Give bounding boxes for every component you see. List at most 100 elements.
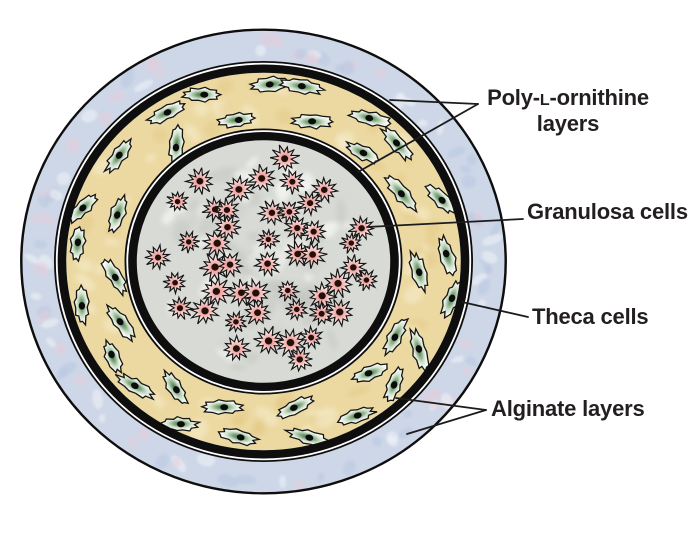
theca-cell-nucleus [448,294,456,303]
granulosa-cell [324,298,354,328]
poly-l-ornithine-outer-ring [53,61,474,462]
theca-cell [105,303,137,343]
theca-cell-nucleus [391,333,399,341]
theca-cell-nucleus [353,412,362,419]
theca-cell-nucleus [359,149,368,157]
texture-blob [489,219,503,239]
leader-lines [357,99,529,435]
texture-blob [161,209,176,225]
granulosa-cell [256,199,287,227]
texture-blob [245,156,258,170]
granulosa-cell [177,229,200,254]
texture-blob [155,69,167,79]
label-alginate-layers: Alginate layers [491,396,645,421]
texture-blob [279,475,287,489]
texture-blob [473,210,485,221]
granulosa-cell [297,190,323,218]
membrane-rings [20,28,507,495]
texture-blob [30,292,42,300]
texture-blob [75,273,96,291]
theca-cell [180,86,223,103]
theca-cell [378,125,414,163]
texture-blob [462,354,478,367]
granulosa-cell-nucleus [350,264,357,271]
theca-cell-nucleus [364,370,373,377]
leader-poly-to-outer-ring [389,99,479,105]
theca-cell-nucleus [236,434,245,441]
granulosa-cell-nucleus [284,287,291,294]
theca-cell-nucleus [220,404,229,411]
granulosa-cell-nucleus [235,186,243,193]
granulosa-cell-nucleus [294,306,300,313]
texture-blob [482,234,503,246]
granulosa-cell [246,163,277,192]
texture-blob [152,127,169,144]
theca-cell-nucleus [79,204,87,212]
theca-cell [69,225,87,263]
texture-blob [460,165,472,174]
label-poly-line2: layers [536,111,600,136]
granulosa-cell [269,144,301,173]
granulosa-cell-nucleus [254,309,262,316]
texture-blob [255,44,266,57]
granulosa-cell [214,213,242,241]
texture-blob [306,50,315,66]
granulosa-cell-nucleus [336,308,344,316]
granulosa-cell [279,168,305,195]
granulosa-cell [214,197,240,223]
texture-blob [400,212,424,225]
theca-cell-nucleus [176,421,185,428]
theca-cell-nucleus [365,115,374,122]
granulosa-cell-nucleus [348,240,355,246]
granulosa-cell [287,346,313,373]
granulosa-cell [354,269,379,292]
label-poly-l-ornithine-layers: Poly-L-ornithine layers [468,86,668,135]
texture-blob [249,416,265,441]
granulosa-cell-nucleus [296,356,303,363]
texture-blob [196,452,216,467]
granulosa-cell-nucleus [294,250,302,258]
theca-cell [439,279,463,320]
granulosa-cell [347,214,376,241]
texture-blob [275,108,294,125]
granulosa-cell-nucleus [268,209,276,216]
texture-blob [425,232,440,249]
alginate-inner-ring [66,72,463,451]
granulosa-cell-nucleus [213,239,221,247]
theca-cell-nucleus [74,238,82,247]
granulosa-cell [252,251,281,278]
granulosa-cell-nucleus [265,236,272,243]
texture-blob [45,337,57,348]
theca-cell-nucleus [290,404,298,411]
texture-blob [480,251,498,264]
leader-alginate-to-blue [406,409,487,435]
granulosa-cell-nucleus [286,339,295,347]
theca-cell-nucleus [173,386,180,394]
theca-cell-nucleus [392,139,401,147]
granulosa-cell-nucleus [226,261,234,268]
theca-cell-nucleus [108,350,115,359]
texture-blob [81,109,98,123]
granulosa-cell-nucleus [154,254,162,261]
texture-blob [277,180,286,205]
texture-blob [403,284,424,304]
theca-cell-nucleus [442,249,450,258]
texture-blob [92,389,103,410]
theca-cell-nucleus [305,434,314,441]
theca-cell [344,140,380,165]
granulosa-cell [285,297,309,322]
texture-blob [36,309,50,325]
theca-cell [382,365,404,403]
granulosa-cell [222,333,252,362]
theca-cell [215,111,257,129]
theca-cell-nucleus [297,83,306,90]
texture-blob [187,198,199,213]
texture-blob [147,60,164,73]
texture-blob [108,90,125,104]
texture-blob [231,351,259,371]
granulosa-cell [298,240,328,269]
granulosa-cell [339,230,363,254]
texture-blob [208,167,240,183]
